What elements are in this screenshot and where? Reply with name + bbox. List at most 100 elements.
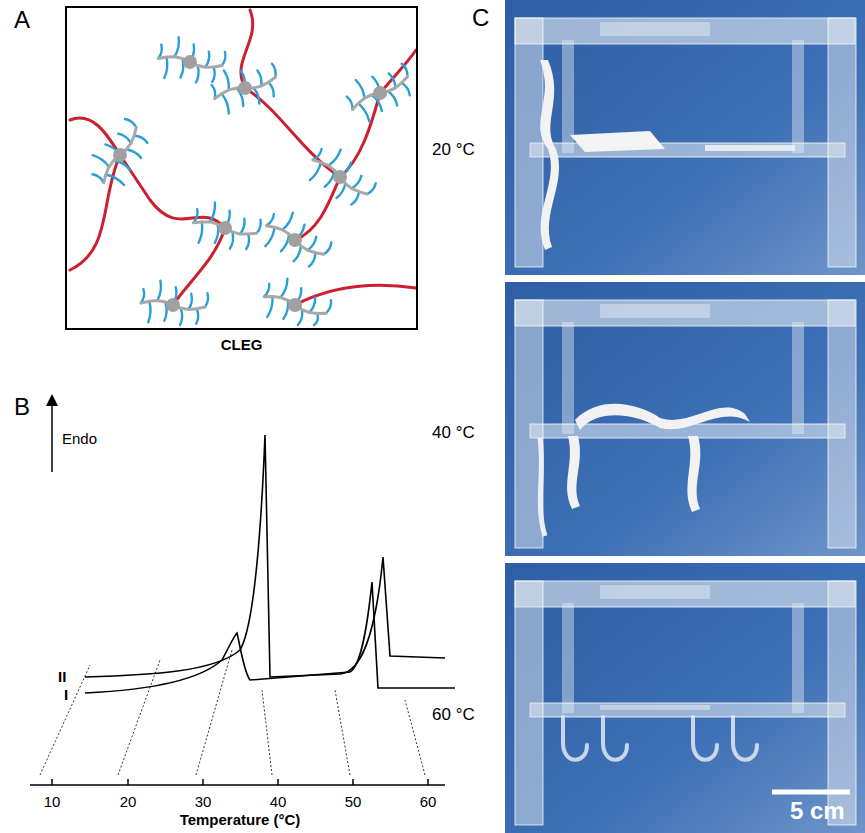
tick xyxy=(202,779,204,785)
side-chain xyxy=(310,162,321,180)
side-chain-cluster xyxy=(93,119,148,185)
endo-arrow xyxy=(51,404,53,472)
side-chain xyxy=(266,214,274,226)
shelf xyxy=(530,143,845,157)
top-bar xyxy=(515,300,855,326)
side-chain xyxy=(367,183,376,194)
curve-label: II xyxy=(58,668,66,685)
film-strip xyxy=(540,438,545,536)
crosslink-dot xyxy=(218,221,232,235)
side-chain xyxy=(358,103,369,121)
top-bar xyxy=(515,18,855,44)
side-chain xyxy=(93,174,104,182)
side-chain xyxy=(240,219,244,235)
side-chain xyxy=(313,149,322,160)
side-chain xyxy=(283,300,288,319)
side-chain xyxy=(215,224,218,243)
backbone xyxy=(104,127,137,182)
axis-note: Endo xyxy=(62,430,97,447)
side-chain xyxy=(281,234,289,251)
photo-panel xyxy=(505,0,865,833)
side-chain-cluster xyxy=(264,279,331,325)
tick-label: 40 xyxy=(270,793,287,810)
red-chain xyxy=(70,155,120,270)
photo-background xyxy=(505,563,865,833)
tick-label: 50 xyxy=(345,793,362,810)
curled-strip xyxy=(603,717,627,760)
front-leg xyxy=(515,18,543,267)
film-strip xyxy=(705,145,795,151)
side-chain xyxy=(158,45,162,59)
side-chain xyxy=(125,119,136,127)
side-chain xyxy=(347,97,353,110)
side-chain xyxy=(389,73,396,88)
side-chain-cluster xyxy=(193,203,260,250)
film-sheet xyxy=(570,131,665,152)
back-leg xyxy=(562,322,574,434)
film-sheet xyxy=(575,404,750,430)
tick xyxy=(51,779,53,785)
temperature-label: 20 °C xyxy=(432,140,475,160)
photo-background xyxy=(505,0,865,275)
side-chain-cluster xyxy=(212,64,276,114)
side-chain xyxy=(181,59,184,78)
crosslink-dot xyxy=(113,148,127,162)
side-chain-cluster xyxy=(265,213,331,267)
shelf xyxy=(530,703,845,717)
curve-i xyxy=(85,582,455,693)
front-leg xyxy=(515,581,543,825)
side-chain xyxy=(388,91,397,105)
scale-bar xyxy=(772,790,850,795)
side-chain xyxy=(253,88,259,104)
panel-caption: CLEG xyxy=(221,336,263,353)
photo xyxy=(505,563,865,833)
curve-label: I xyxy=(64,686,68,703)
backbone xyxy=(266,226,323,255)
curve-ii xyxy=(85,435,445,677)
guide-line xyxy=(118,660,160,775)
side-chain xyxy=(264,284,269,297)
front-leg xyxy=(828,581,856,825)
guide-line xyxy=(196,650,232,775)
panel-letter: C xyxy=(472,4,489,32)
crosslink-dot xyxy=(166,298,180,312)
x-axis xyxy=(30,784,445,786)
crosslink-dot xyxy=(333,170,347,184)
film-flat xyxy=(600,705,710,710)
side-chain xyxy=(164,57,167,78)
side-chain xyxy=(93,155,109,167)
back-leg xyxy=(792,322,804,434)
side-chain xyxy=(212,85,216,99)
tick xyxy=(277,779,279,785)
curled-strip xyxy=(563,717,587,760)
side-chain xyxy=(326,300,331,313)
side-chain xyxy=(329,150,341,166)
side-chain xyxy=(268,82,273,96)
tick-label: 60 xyxy=(420,793,437,810)
guide-line xyxy=(262,690,272,775)
side-chain xyxy=(298,310,302,325)
side-chain xyxy=(157,281,161,301)
curled-strip xyxy=(733,717,757,760)
side-chain xyxy=(324,243,332,255)
front-leg xyxy=(828,18,856,267)
side-chain xyxy=(230,232,233,249)
tick-label: 20 xyxy=(120,793,137,810)
crosslink-dot xyxy=(238,81,252,95)
red-chain xyxy=(340,93,380,177)
side-chain xyxy=(199,222,203,243)
side-chain xyxy=(314,313,318,325)
crosslink-dot xyxy=(288,298,302,312)
side-chain xyxy=(356,80,365,98)
back-leg xyxy=(562,603,574,713)
guide-line xyxy=(40,665,90,775)
side-chain xyxy=(309,253,315,267)
side-chain xyxy=(257,220,261,234)
top-bar xyxy=(515,581,855,607)
side-chain xyxy=(196,309,198,324)
axis-title: Temperature (°C) xyxy=(180,811,301,828)
side-chain xyxy=(224,71,229,90)
side-chain xyxy=(175,37,179,57)
top-slot xyxy=(600,585,710,599)
